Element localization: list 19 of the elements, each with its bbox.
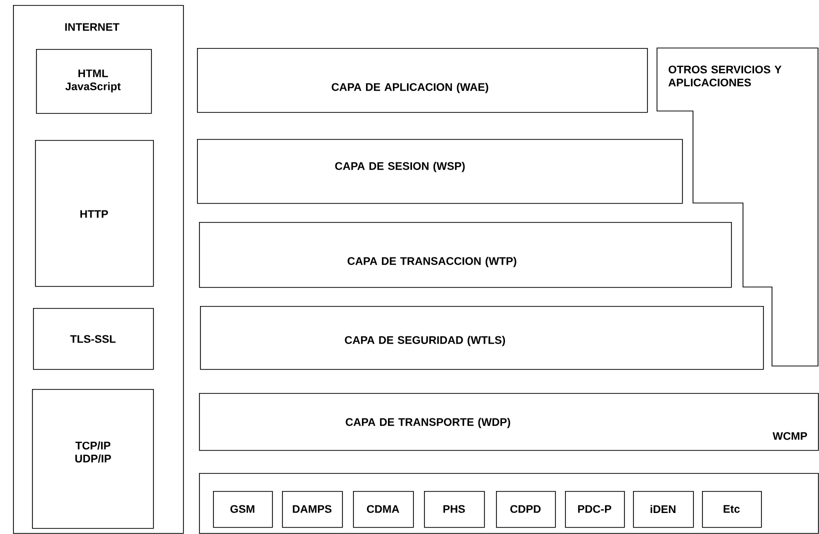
protocol-box: TLS-SSL [33,308,154,370]
bearer-box: iDEN [633,491,694,528]
bearer-box: PDC-P [565,491,625,528]
protocol-box: HTML JavaScript [36,49,152,114]
bearer-box: DAMPS [282,491,343,528]
bearer-box: Etc [702,491,762,528]
services-block: OTROS SERVICIOS Y APLICACIONES [656,48,818,366]
bearer-box: GSM [213,491,273,528]
protocol-box: HTTP [35,140,154,287]
bearer-box: CDPD [496,491,556,528]
bearer-box: CDMA [353,491,414,528]
layer-box: CAPA DE SESION (WSP) [197,139,683,204]
layer-box: CAPA DE SEGURIDAD (WTLS) [200,306,764,370]
layer-box: CAPA DE APLICACION (WAE) [197,48,648,113]
protocol-box: TCP/IP UDP/IP [32,389,154,529]
bearer-band [199,473,819,534]
layer-box: CAPA DE TRANSPORTE (WDP) WCMP [199,393,819,451]
bearer-box: PHS [424,491,485,528]
layer-box: CAPA DE TRANSACCION (WTP) [199,222,732,288]
